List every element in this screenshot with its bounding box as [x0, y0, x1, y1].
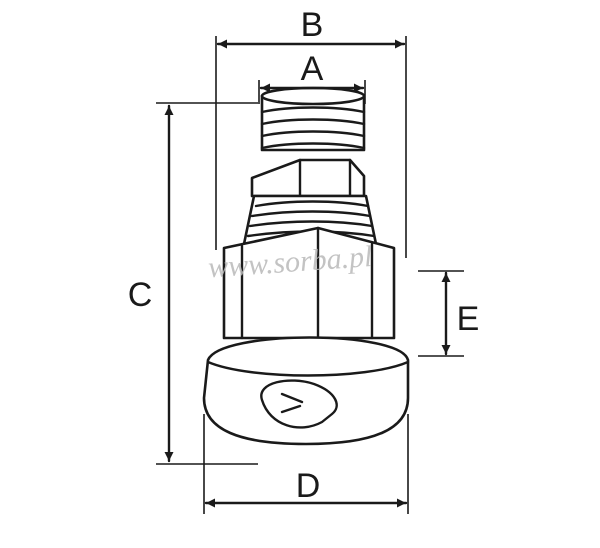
dimension-e: E	[418, 270, 480, 357]
dimension-c: C	[128, 102, 258, 465]
lower-hex-nut	[222, 226, 396, 340]
label-e: E	[457, 300, 480, 338]
dimension-a: A	[258, 50, 366, 104]
mushroom-head	[202, 336, 410, 446]
dimension-d: D	[203, 414, 409, 514]
hose-barb	[260, 86, 366, 152]
label-d: D	[296, 467, 321, 505]
label-b: B	[301, 6, 324, 44]
key-slot	[260, 379, 338, 429]
dimension-b: B	[215, 6, 407, 258]
label-a: A	[301, 50, 324, 88]
label-c: C	[128, 276, 153, 314]
fitting-part	[202, 86, 410, 446]
upper-hex-nut	[250, 158, 366, 198]
